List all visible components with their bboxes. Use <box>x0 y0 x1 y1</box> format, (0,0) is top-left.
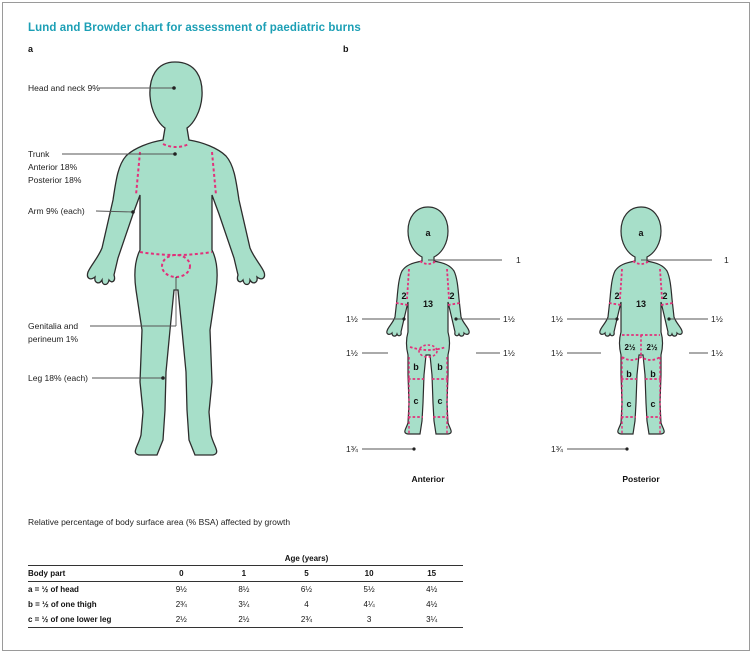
table-group-header: Age (years) <box>150 552 463 566</box>
table-cell: 2½ <box>213 612 276 628</box>
posterior-right-forearm-value: 1½ <box>711 314 723 324</box>
table-row-label: a = ½ of head <box>28 582 150 598</box>
label-trunk-anterior: Anterior 18% <box>28 162 78 172</box>
table-row: c = ½ of one lower leg 2½ 2½ 2¾ 3 3¼ <box>28 612 463 628</box>
label-leg: Leg 18% (each) <box>28 373 88 383</box>
label-trunk-posterior: Posterior 18% <box>28 175 82 185</box>
anterior-left-forearm-value: 1½ <box>346 314 358 324</box>
posterior-right-buttock-label: 2½ <box>646 343 657 352</box>
anterior-right-lower-leg-label: c <box>437 396 442 406</box>
label-genitalia-line2: perineum 1% <box>28 334 79 344</box>
label-head-neck: Head and neck 9% <box>28 83 100 93</box>
table-cell: 3¼ <box>400 612 463 628</box>
table-col-header-age: 10 <box>338 566 401 582</box>
table-cell: 4 <box>275 597 338 612</box>
posterior-left-thigh-label: b <box>626 369 632 379</box>
posterior-foot-value: 1¾ <box>551 444 564 454</box>
posterior-left-hand-value: 1½ <box>551 348 563 358</box>
posterior-caption: Posterior <box>622 474 660 484</box>
panel-b-letter: b <box>343 44 349 54</box>
anterior-left-upper-arm-label: 2 <box>401 291 406 301</box>
table-col-header-age: 0 <box>150 566 213 582</box>
table-cell: 3 <box>338 612 401 628</box>
table-col-header-body-part: Body part <box>28 566 150 582</box>
posterior-left-forearm-value: 1½ <box>551 314 563 324</box>
growth-caption: Relative percentage of body surface area… <box>28 517 290 527</box>
table-cell: 9½ <box>150 582 213 598</box>
posterior-child-figure <box>600 207 682 435</box>
label-genitalia-line1: Genitalia and <box>28 321 78 331</box>
table-cell: 6½ <box>275 582 338 598</box>
table-cell: 2½ <box>150 612 213 628</box>
adult-body-figure <box>87 62 264 455</box>
anterior-right-hand-value: 1½ <box>503 348 515 358</box>
table-cell: 5½ <box>338 582 401 598</box>
table-row-label: c = ½ of one lower leg <box>28 612 150 628</box>
posterior-right-upper-arm-label: 2 <box>662 291 667 301</box>
posterior-right-lower-leg-label: c <box>650 399 655 409</box>
table-cell: 4½ <box>400 597 463 612</box>
anterior-left-thigh-label: b <box>413 362 419 372</box>
anterior-right-upper-arm-label: 2 <box>449 291 454 301</box>
posterior-left-buttock-label: 2½ <box>624 343 635 352</box>
table-cell: 8½ <box>213 582 276 598</box>
table-col-header-age: 1 <box>213 566 276 582</box>
panel-a-letter: a <box>28 44 34 54</box>
table-cell: 4¼ <box>338 597 401 612</box>
posterior-left-upper-arm-label: 2 <box>614 291 619 301</box>
anterior-right-thigh-label: b <box>437 362 443 372</box>
anterior-left-lower-leg-label: c <box>413 396 418 406</box>
table-cell: 2¾ <box>150 597 213 612</box>
table-col-header-age: 5 <box>275 566 338 582</box>
table-row: b = ½ of one thigh 2¾ 3¼ 4 4¼ 4½ <box>28 597 463 612</box>
posterior-neck-value: 1 <box>724 255 729 265</box>
anterior-caption: Anterior <box>411 474 445 484</box>
table-cell: 4½ <box>400 582 463 598</box>
table-row: a = ½ of head 9½ 8½ 6½ 5½ 4½ <box>28 582 463 598</box>
table-cell: 2¾ <box>275 612 338 628</box>
anterior-trunk-label: 13 <box>423 299 433 309</box>
anterior-foot-value: 1¾ <box>346 444 359 454</box>
label-arm: Arm 9% (each) <box>28 206 85 216</box>
anterior-left-hand-value: 1½ <box>346 348 358 358</box>
anterior-right-forearm-value: 1½ <box>503 314 515 324</box>
anterior-child-figure <box>387 207 469 435</box>
table-row-label: b = ½ of one thigh <box>28 597 150 612</box>
table-col-header-age: 15 <box>400 566 463 582</box>
table-cell: 3¼ <box>213 597 276 612</box>
posterior-right-thigh-label: b <box>650 369 656 379</box>
label-trunk: Trunk <box>28 149 50 159</box>
posterior-trunk-label: 13 <box>636 299 646 309</box>
anterior-neck-value: 1 <box>516 255 521 265</box>
body-figures: a Head and neck 9% Trunk Anterior 18% Po… <box>0 0 752 510</box>
bsa-growth-table: Age (years) Body part 0 1 5 10 15 a = ½ … <box>28 552 463 628</box>
posterior-left-lower-leg-label: c <box>626 399 631 409</box>
posterior-right-hand-value: 1½ <box>711 348 723 358</box>
